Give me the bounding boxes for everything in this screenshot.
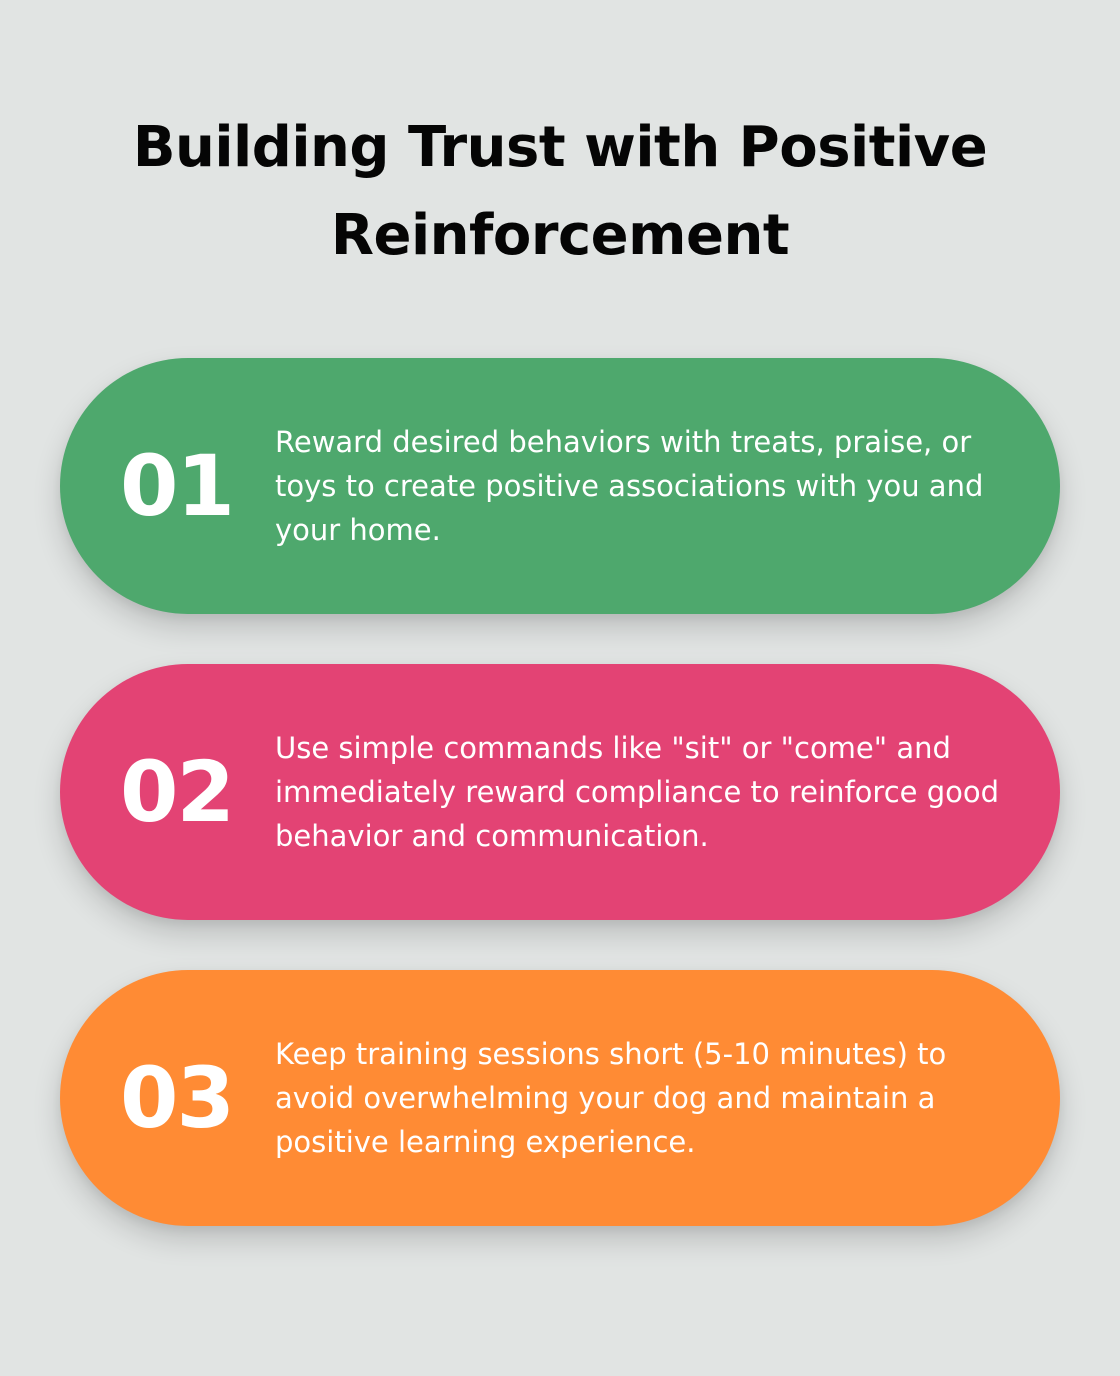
step-number: 02	[120, 743, 235, 841]
step-description: Reward desired behaviors with treats, pr…	[275, 425, 984, 547]
step-number: 01	[120, 437, 235, 535]
step-description: Keep training sessions short (5-10 minut…	[275, 1037, 947, 1159]
step-number: 03	[120, 1049, 235, 1147]
page-title: Building Trust with Positive Reinforceme…	[132, 115, 988, 268]
step-card-1: 01 Reward desired behaviors with treats,…	[60, 358, 1060, 614]
step-description: Use simple commands like "sit" or "come"…	[275, 731, 999, 853]
step-card-2: 02 Use simple commands like "sit" or "co…	[60, 664, 1060, 920]
step-card-3: 03 Keep training sessions short (5-10 mi…	[60, 970, 1060, 1226]
